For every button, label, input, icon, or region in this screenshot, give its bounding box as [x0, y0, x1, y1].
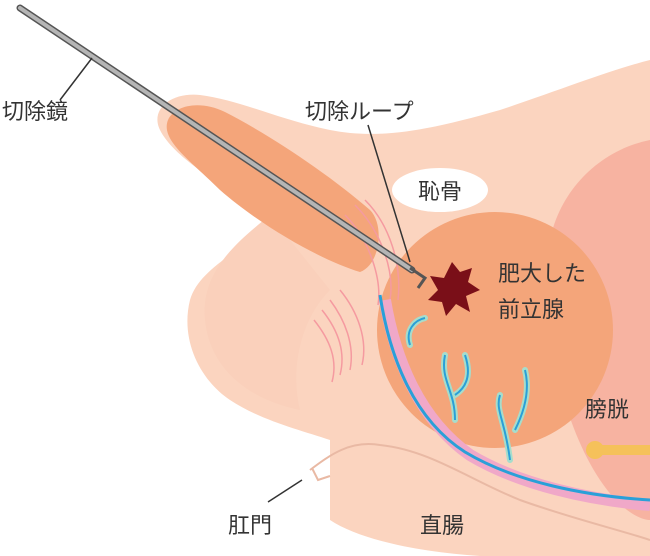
urethra-line [378, 294, 650, 502]
resection-loop-tip [409, 266, 428, 289]
lower-lobe [204, 215, 330, 410]
anus-notch [311, 467, 331, 482]
penis-inner [166, 105, 379, 272]
label-pubic-bone: 恥骨 [418, 180, 463, 205]
label-resection-loop: 切除ループ [305, 100, 414, 125]
label-anus: 肛門 [228, 514, 273, 539]
vessel-cores [407, 317, 528, 461]
sphincter-fibers [313, 199, 400, 383]
label-rectum: 直腸 [420, 514, 465, 539]
label-bladder: 膀胱 [585, 398, 630, 423]
pubic-bone-shape [392, 168, 488, 212]
starburst-lesion-icon [428, 262, 480, 316]
leader-lines [59, 57, 411, 503]
label-enlarged-prostate-2: 前立腺 [498, 298, 565, 323]
prostate-shape [377, 212, 613, 448]
rectum-outline [309, 443, 650, 541]
label-enlarged-prostate-1: 肥大した [498, 262, 587, 287]
label-resectoscope: 切除鏡 [2, 100, 69, 125]
